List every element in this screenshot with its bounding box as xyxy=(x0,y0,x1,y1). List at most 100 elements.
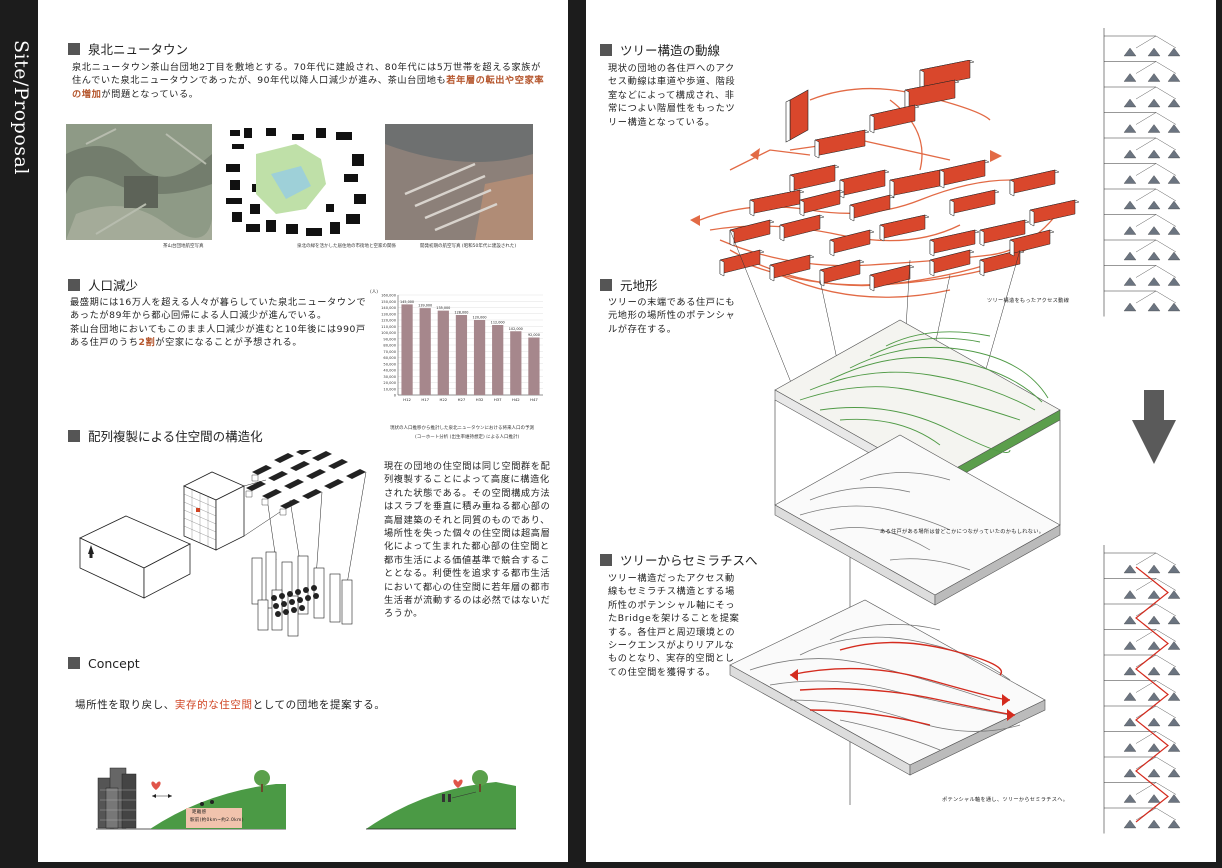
tree-branch xyxy=(1135,112,1157,125)
tree-leaf xyxy=(1123,73,1137,82)
tree-branch xyxy=(1155,112,1177,125)
chart-data-label: 145,000 xyxy=(400,300,414,304)
housing-block xyxy=(1029,199,1080,227)
block-facade xyxy=(789,164,836,192)
housing-block xyxy=(819,259,865,287)
tree-leaf xyxy=(1147,277,1161,286)
chart-category-label: H22 xyxy=(439,397,447,402)
tree-leaf xyxy=(1167,175,1181,184)
tree-leaf xyxy=(1123,692,1137,701)
chart-bar xyxy=(473,320,486,395)
chart-ytick-label: 20,000 xyxy=(383,381,396,385)
block-end xyxy=(769,264,775,282)
block-facade xyxy=(779,214,821,240)
housing-block xyxy=(869,264,915,292)
block-facade xyxy=(849,194,891,220)
chart-category-label: H17 xyxy=(421,397,429,402)
housing-block xyxy=(779,214,825,242)
tree-leaf xyxy=(1167,564,1181,574)
block-end xyxy=(929,239,935,257)
chart-data-label: 120,000 xyxy=(473,316,487,320)
chart-category-label: H47 xyxy=(530,397,538,402)
tree-leaf xyxy=(1147,98,1161,108)
tree-branch xyxy=(1135,35,1157,49)
tree-branch xyxy=(1155,265,1177,278)
tree-branch xyxy=(1155,61,1177,74)
block-facade xyxy=(814,129,866,157)
left-spine xyxy=(0,0,38,868)
vertical-title: Site/Proposal xyxy=(10,40,32,175)
housing-block xyxy=(729,219,775,247)
tree-node xyxy=(1104,290,1181,312)
block-facade xyxy=(729,219,771,245)
tree-leaf xyxy=(1123,98,1137,108)
housing-block xyxy=(869,104,920,134)
tree-node xyxy=(1104,265,1181,286)
block-facade xyxy=(869,264,911,290)
housing-block xyxy=(904,79,960,111)
chart-bar xyxy=(528,337,540,395)
photo-caption-3: 開発初期の航空写真 (昭和50年代に建設された) xyxy=(420,244,517,249)
chart-category-label: H12 xyxy=(403,397,411,402)
tree-leaf xyxy=(1123,819,1137,829)
block-facade xyxy=(869,104,916,132)
tree-branch xyxy=(1155,163,1177,176)
tree-branch xyxy=(1135,552,1157,566)
tree-branch xyxy=(1155,35,1177,49)
tree-leaf xyxy=(1167,641,1181,650)
housing-block xyxy=(814,129,870,159)
tower-facade xyxy=(789,89,809,141)
tree-node xyxy=(1104,629,1181,650)
heading-square-icon xyxy=(600,44,612,56)
semilattice-label: ポテンシャル軸を通し、ツリーからセミラチスへ。 xyxy=(942,797,1069,803)
tree-leaf xyxy=(1167,251,1181,261)
tree-leaf xyxy=(1123,47,1137,57)
block-end xyxy=(1029,209,1035,227)
tree-leaf xyxy=(1167,277,1181,286)
tree-leaf xyxy=(1123,251,1137,261)
housing-block xyxy=(719,249,765,277)
tree-paragraph: 現状の団地の各住戸へのアクセス動線は車道や歩道、階段室などによって構成され、非常… xyxy=(608,63,736,128)
tree-leaf xyxy=(1167,794,1181,803)
chart-data-label: 135,000 xyxy=(436,306,450,310)
chart-ytick-label: 70,000 xyxy=(383,350,396,354)
housing-block xyxy=(749,189,805,217)
tree-node xyxy=(1104,807,1181,829)
tower-end xyxy=(785,99,791,143)
bottom-edge xyxy=(0,862,1222,868)
tree-node xyxy=(1104,731,1181,752)
chart-bar xyxy=(455,315,468,395)
section-heading-concept: Concept xyxy=(68,656,140,671)
tree-leaf xyxy=(1123,124,1137,133)
tree-branch xyxy=(1135,214,1157,227)
tree-access-label: ツリー構造をもったアクセス動線 xyxy=(987,298,1070,304)
block-end xyxy=(929,259,935,277)
tree-leaf xyxy=(1167,590,1181,599)
section-heading-population: 人口減少 xyxy=(68,275,138,294)
tree-leaf xyxy=(1147,666,1161,676)
tree-branch xyxy=(1155,680,1177,693)
housing-block xyxy=(1009,229,1055,257)
block-end xyxy=(949,199,955,217)
chart-ytick-label: 50,000 xyxy=(383,362,396,366)
tree-leaf xyxy=(1147,564,1161,574)
tree-node xyxy=(1104,214,1181,235)
tree-leaf xyxy=(1123,175,1137,184)
block-facade xyxy=(839,169,886,197)
tree-leaf xyxy=(1167,743,1181,752)
chart-bar xyxy=(401,304,413,395)
tree-branch xyxy=(1155,290,1177,304)
heading-square-icon xyxy=(68,43,80,55)
senboku-paragraph: 泉北ニュータウン茶山台団地2丁目を敷地とする。70年代に建設され、80年代には5… xyxy=(72,62,545,100)
housing-block xyxy=(849,194,895,222)
housing-block xyxy=(789,164,840,194)
block-end xyxy=(1009,239,1015,257)
chart-caption-1: 現状の人口推移から推計した泉北ニュータウンにおける将来人口の予測 xyxy=(390,426,534,431)
tree-node xyxy=(1104,188,1181,210)
tree-branch xyxy=(1155,214,1177,227)
tree-leaf xyxy=(1123,641,1137,650)
site-map xyxy=(226,124,372,240)
chart-ytick-label: 40,000 xyxy=(383,369,396,373)
tree-leaf xyxy=(1147,768,1161,778)
tree-node xyxy=(1104,680,1181,701)
